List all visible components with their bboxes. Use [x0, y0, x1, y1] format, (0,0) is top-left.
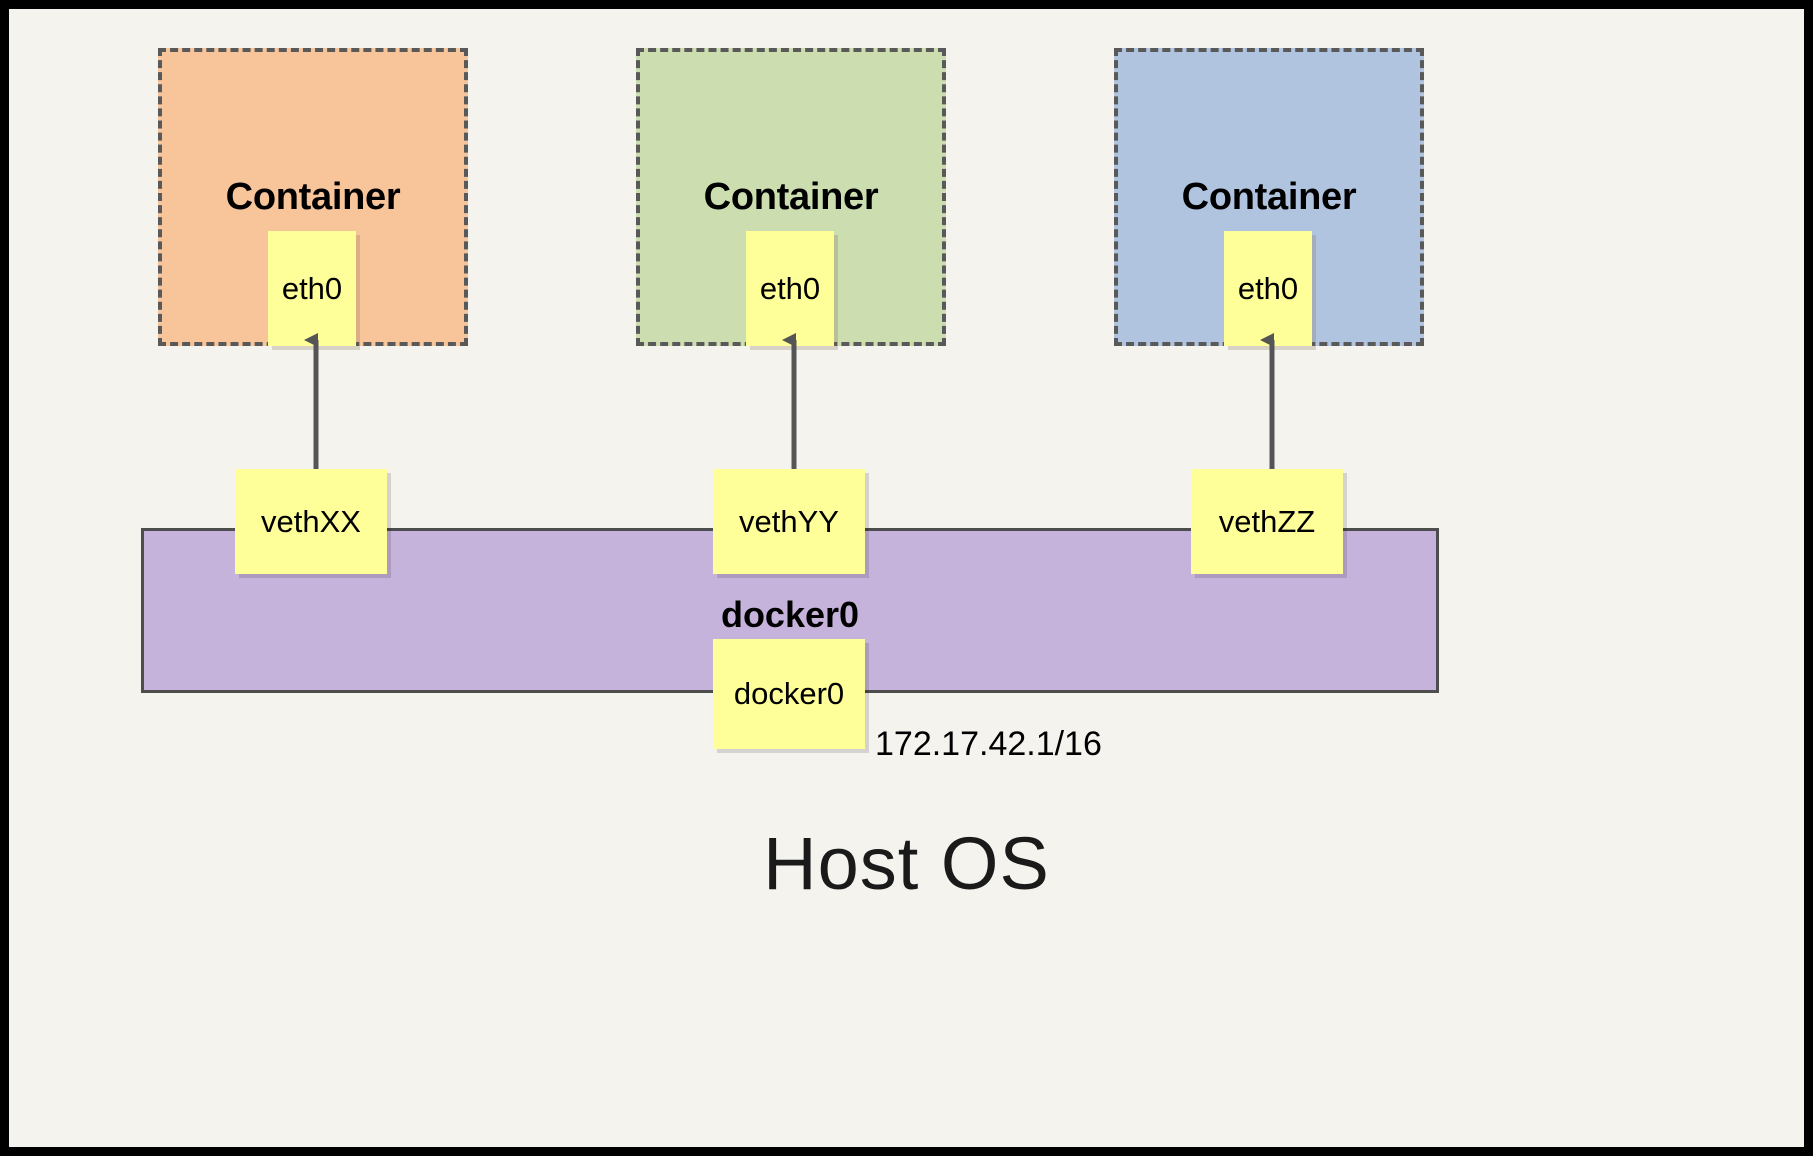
veth-chip-3: vethZZ — [1191, 469, 1343, 574]
docker0-chip: docker0 — [713, 639, 865, 749]
eth0-chip-label-3: eth0 — [1237, 270, 1299, 306]
container-title-2: Container — [703, 176, 879, 218]
docker0-chip-label: docker0 — [733, 676, 845, 711]
container-title-3: Container — [1181, 176, 1357, 218]
eth0-chip-label-1: eth0 — [281, 270, 343, 306]
host-os-label: Host OS — [763, 822, 1050, 905]
eth0-chip-2: eth0 — [746, 231, 834, 346]
arrow-eth0-vethYY — [782, 333, 806, 488]
diagram-stage: Container eth0 Container eth0 Container … — [9, 9, 1804, 1147]
veth-chip-1: vethXX — [235, 469, 387, 574]
veth-chip-2: vethYY — [713, 469, 865, 574]
eth0-chip-3: eth0 — [1224, 231, 1312, 346]
veth-chip-label-2: vethYY — [739, 503, 839, 539]
eth0-chip-label-2: eth0 — [759, 270, 821, 306]
arrow-eth0-vethXX — [304, 333, 328, 488]
container-title-1: Container — [225, 176, 401, 218]
arrow-eth0-vethZZ — [1260, 333, 1284, 488]
veth-chip-label-3: vethZZ — [1218, 503, 1316, 539]
eth0-chip-1: eth0 — [268, 231, 356, 346]
veth-chip-label-1: vethXX — [261, 503, 361, 539]
docker0-ip-address: 172.17.42.1/16 — [875, 725, 1102, 763]
docker0-bridge-label: docker0 — [720, 594, 860, 635]
